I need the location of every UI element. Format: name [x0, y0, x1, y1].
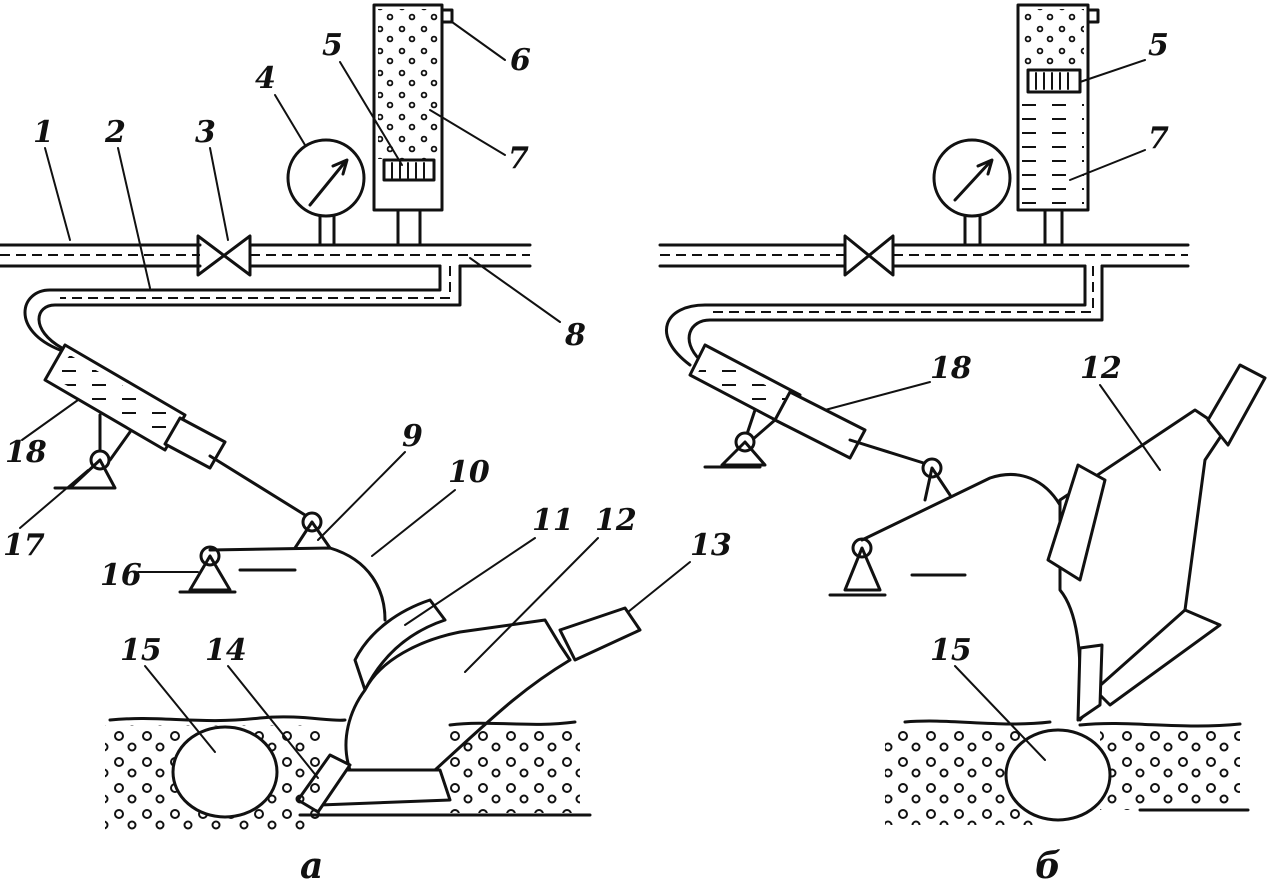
labels-panel-b: 5 7 18 12 15: [824, 28, 1169, 761]
label-5: 5: [322, 28, 343, 63]
pressure-gauge: [286, 138, 366, 247]
hydraulic-hose-b: [664, 264, 1104, 367]
label-3: 3: [195, 115, 216, 150]
caption-b: б: [1035, 845, 1061, 885]
label-b-12: 12: [1080, 351, 1122, 386]
panel-b: 5 7 18 12 15 б: [658, 3, 1267, 887]
plough-beam-linkage: [178, 511, 387, 622]
label-18: 18: [5, 435, 47, 470]
label-b-5: 5: [1148, 28, 1169, 63]
label-b-7: 7: [1148, 121, 1169, 156]
soil-section: [105, 715, 592, 830]
pressure-gauge-b: [932, 138, 1012, 247]
caption-a: а: [300, 845, 323, 885]
label-b-15: 15: [930, 633, 972, 668]
main-pipeline-b: [658, 243, 1190, 268]
stone-b: [1004, 728, 1112, 822]
accumulator-cylinder: [372, 3, 454, 247]
hydraulic-hose: [23, 264, 462, 352]
labels-panel-a: 1 2 3 4 5 6 7 8 9 10 11 12 13 1: [3, 21, 732, 779]
label-16: 16: [100, 558, 142, 593]
label-11: 11: [532, 503, 574, 538]
label-14: 14: [205, 633, 247, 668]
hydraulic-cylinder: [43, 343, 307, 517]
label-8: 8: [564, 318, 586, 353]
plough-body-b: [1046, 363, 1267, 722]
accumulator-cylinder-b: [1016, 3, 1100, 247]
label-2: 2: [104, 115, 126, 150]
label-4: 4: [255, 61, 276, 96]
label-15: 15: [120, 633, 162, 668]
main-pipeline: [0, 243, 532, 268]
panel-a: 1 2 3 4 5 6 7 8 9 10 11 12 13 1: [0, 3, 732, 887]
charging-port: [440, 8, 454, 24]
label-13: 13: [690, 528, 732, 563]
valve: [196, 234, 252, 277]
label-7: 7: [508, 141, 529, 176]
plough-beam-linkage-b: [828, 457, 1062, 597]
label-10: 10: [448, 455, 490, 490]
label-1: 1: [33, 115, 54, 150]
label-6: 6: [510, 43, 531, 78]
soil-section-b: [885, 719, 1250, 825]
valve-b: [843, 234, 895, 277]
hydraulic-cylinder-b: [688, 343, 932, 469]
label-17: 17: [3, 528, 45, 563]
label-b-18: 18: [930, 351, 972, 386]
label-9: 9: [402, 419, 423, 454]
stone: [171, 725, 279, 819]
label-12: 12: [595, 503, 637, 538]
